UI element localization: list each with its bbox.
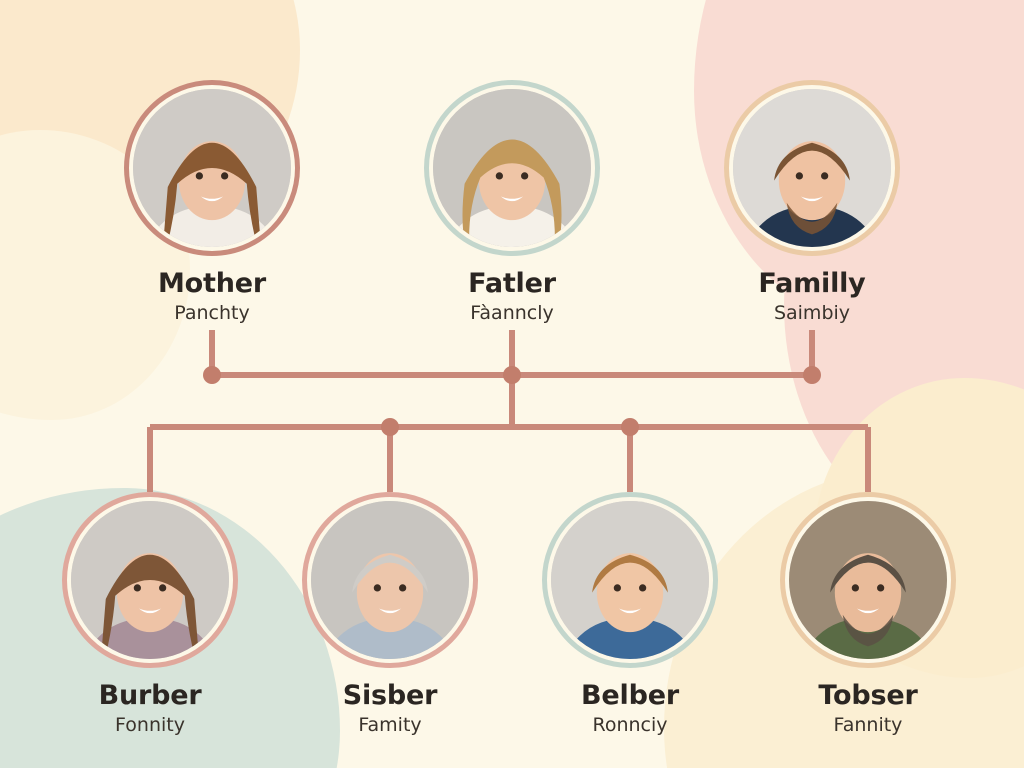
person-subtitle: Panchty (174, 302, 250, 325)
connector-joint-dot (381, 418, 399, 436)
connector-joint-dot (203, 366, 221, 384)
person-subtitle: Ronnciy (592, 714, 668, 737)
person-name: Familly (758, 268, 866, 299)
avatar-ring[interactable] (724, 80, 900, 256)
person-name: Belber (581, 680, 679, 711)
avatar-ring[interactable] (542, 492, 718, 668)
person-subtitle: Saimbiy (773, 302, 851, 325)
person-subtitle: Fannity (833, 714, 903, 737)
person-subtitle: Fàanncly (470, 302, 554, 325)
avatar (133, 89, 291, 247)
connector-joint-dot (621, 418, 639, 436)
connector-joint-dot (803, 366, 821, 384)
avatar (789, 501, 947, 659)
person-name: Burber (98, 680, 202, 711)
avatar-ring[interactable] (302, 492, 478, 668)
person-name: Sisber (342, 680, 438, 711)
person-subtitle: Fonnity (115, 714, 185, 737)
avatar (311, 501, 469, 659)
person-name: Tobser (818, 680, 918, 711)
avatar-ring[interactable] (62, 492, 238, 668)
avatar-ring[interactable] (424, 80, 600, 256)
avatar (71, 501, 229, 659)
avatar-ring[interactable] (124, 80, 300, 256)
person-name: Fatler (468, 268, 556, 299)
avatar (551, 501, 709, 659)
avatar (733, 89, 891, 247)
person-subtitle: Famity (358, 714, 422, 737)
avatar-ring[interactable] (780, 492, 956, 668)
person-name: Mother (158, 268, 266, 299)
avatar (433, 89, 591, 247)
connector-joint-dot (503, 366, 521, 384)
